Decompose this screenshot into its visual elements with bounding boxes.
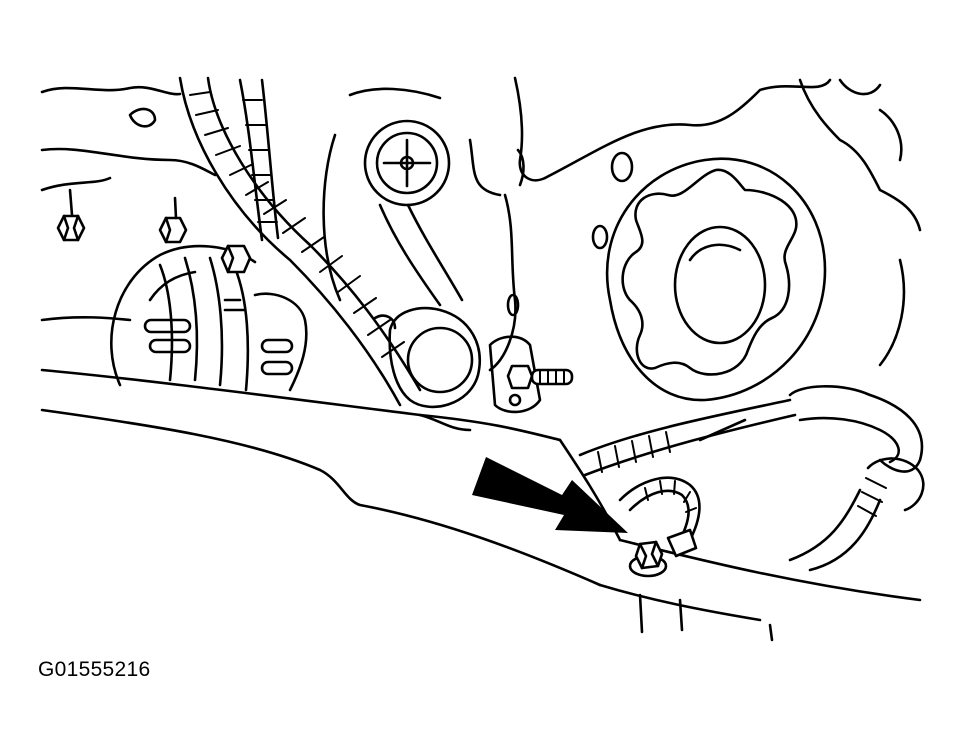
ground-bolt — [628, 540, 668, 578]
wiring-harness — [578, 385, 925, 572]
figure-code: G01555216 — [38, 658, 151, 681]
stud-bolt — [506, 364, 574, 390]
indicator-arrow — [472, 457, 628, 533]
engine-block-outline — [40, 76, 922, 372]
water-pump-housing — [373, 306, 542, 414]
crankshaft-pulley — [605, 157, 827, 402]
alternator — [110, 244, 308, 392]
idler-pulley — [322, 87, 464, 307]
ground-strap — [618, 476, 701, 558]
oil-pan-housing — [40, 368, 922, 642]
mounting-bolts — [56, 188, 252, 274]
drive-belt — [178, 76, 422, 407]
